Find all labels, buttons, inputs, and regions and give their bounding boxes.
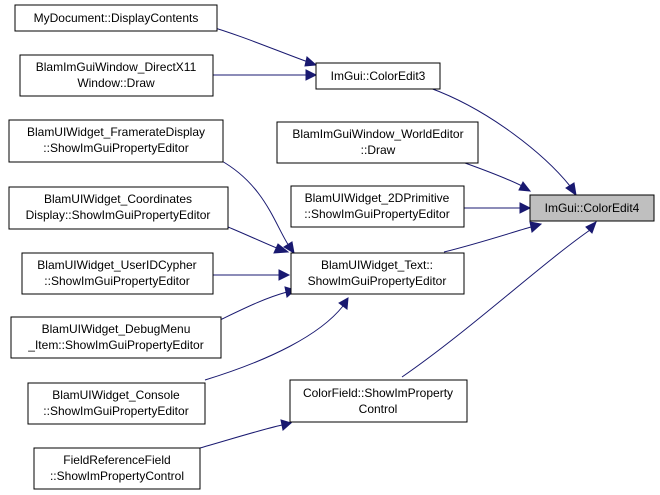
node-label-line1: BlamUIWidget_DebugMenu bbox=[42, 322, 191, 336]
node-console[interactable]: BlamUIWidget_Console ::ShowImGuiProperty… bbox=[27, 382, 206, 425]
edge-console-to-text bbox=[204, 297, 349, 381]
node-label-line2: Display::ShowImGuiPropertyEditor bbox=[26, 208, 211, 222]
node-imgui-coloredit3[interactable]: ImGui::ColorEdit3 bbox=[315, 62, 441, 90]
edge-framerate-to-text bbox=[219, 159, 295, 254]
node-label: ImGui::ColorEdit4 bbox=[545, 201, 640, 215]
node-label-line1: BlamUIWidget_FramerateDisplay bbox=[27, 125, 205, 139]
edge-debugmenu-to-text bbox=[219, 286, 297, 321]
node-label: ImGui::ColorEdit3 bbox=[331, 69, 426, 83]
edge-coordinates-to-text bbox=[227, 226, 290, 254]
node-dx11-window-draw[interactable]: BlamImGuiWindow_DirectX11 Window::Draw bbox=[19, 54, 214, 97]
node-label-line1: BlamUIWidget_Coordinates bbox=[44, 192, 192, 206]
node-label-line2: ::ShowImGuiPropertyEditor bbox=[304, 207, 449, 221]
node-label-line1: BlamUIWidget_2DPrimitive bbox=[305, 191, 450, 205]
edge-primitive2d-to-coloredit4 bbox=[464, 202, 532, 214]
edge-fieldreference-to-colorfield bbox=[199, 419, 293, 449]
edge-mydocument-to-coloredit3 bbox=[204, 24, 318, 67]
node-label-line2: ::ShowImGuiPropertyEditor bbox=[43, 141, 188, 155]
node-imgui-coloredit4[interactable]: ImGui::ColorEdit4 bbox=[529, 194, 655, 222]
node-label-line1: ColorField::ShowImProperty bbox=[303, 386, 453, 400]
node-colorfield-showimpropertycontrol[interactable]: ColorField::ShowImProperty Control bbox=[289, 379, 468, 423]
node-worldeditor-draw[interactable]: BlamImGuiWindow_WorldEditor ::Draw bbox=[276, 121, 479, 164]
node-label-line2: _Item::ShowImGuiPropertyEditor bbox=[27, 338, 203, 352]
edge-colorfield-to-coloredit4 bbox=[401, 220, 597, 378]
node-label-line2: ::ShowImGuiPropertyEditor bbox=[43, 404, 188, 418]
edge-worldeditor-to-coloredit4 bbox=[464, 162, 532, 192]
node-label-line1: BlamUIWidget_UserIDCypher bbox=[37, 258, 196, 272]
node-label-line2: ShowImGuiPropertyEditor bbox=[308, 274, 447, 288]
node-coordinates-display[interactable]: BlamUIWidget_Coordinates Display::ShowIm… bbox=[8, 186, 229, 230]
edge-dx11-to-coloredit3 bbox=[213, 69, 318, 81]
node-fieldreferencefield[interactable]: FieldReferenceField ::ShowImPropertyCont… bbox=[33, 447, 201, 490]
edge-useridcypher-to-text bbox=[213, 269, 291, 281]
node-label-line2: Control bbox=[359, 402, 398, 416]
node-2dprimitive[interactable]: BlamUIWidget_2DPrimitive ::ShowImGuiProp… bbox=[290, 185, 465, 228]
node-label-line1: FieldReferenceField bbox=[63, 453, 170, 467]
node-mydocument-displaycontents[interactable]: MyDocument::DisplayContents bbox=[14, 4, 218, 32]
node-text-showimguipropertyeditor[interactable]: BlamUIWidget_Text:: ShowImGuiPropertyEdi… bbox=[290, 252, 465, 295]
node-label-line2: ::Draw bbox=[361, 143, 396, 157]
node-label-line1: BlamUIWidget_Console bbox=[52, 388, 180, 402]
node-label: MyDocument::DisplayContents bbox=[34, 11, 199, 25]
node-framerate-display[interactable]: BlamUIWidget_FramerateDisplay ::ShowImGu… bbox=[8, 119, 224, 163]
node-label-line2: ::ShowImGuiPropertyEditor bbox=[44, 274, 189, 288]
node-label-line1: BlamImGuiWindow_WorldEditor bbox=[292, 127, 463, 141]
node-debugmenu-item[interactable]: BlamUIWidget_DebugMenu _Item::ShowImGuiP… bbox=[10, 316, 222, 359]
node-useridcypher[interactable]: BlamUIWidget_UserIDCypher ::ShowImGuiPro… bbox=[21, 252, 214, 295]
node-label-line1: BlamUIWidget_Text:: bbox=[321, 258, 433, 272]
node-label-line2: ::ShowImPropertyControl bbox=[50, 469, 184, 483]
edge-text-to-coloredit4 bbox=[443, 221, 543, 253]
node-label-line2: Window::Draw bbox=[77, 76, 155, 90]
node-label-line1: BlamImGuiWindow_DirectX11 bbox=[36, 60, 197, 74]
edge-coloredit3-to-coloredit4 bbox=[429, 87, 577, 197]
